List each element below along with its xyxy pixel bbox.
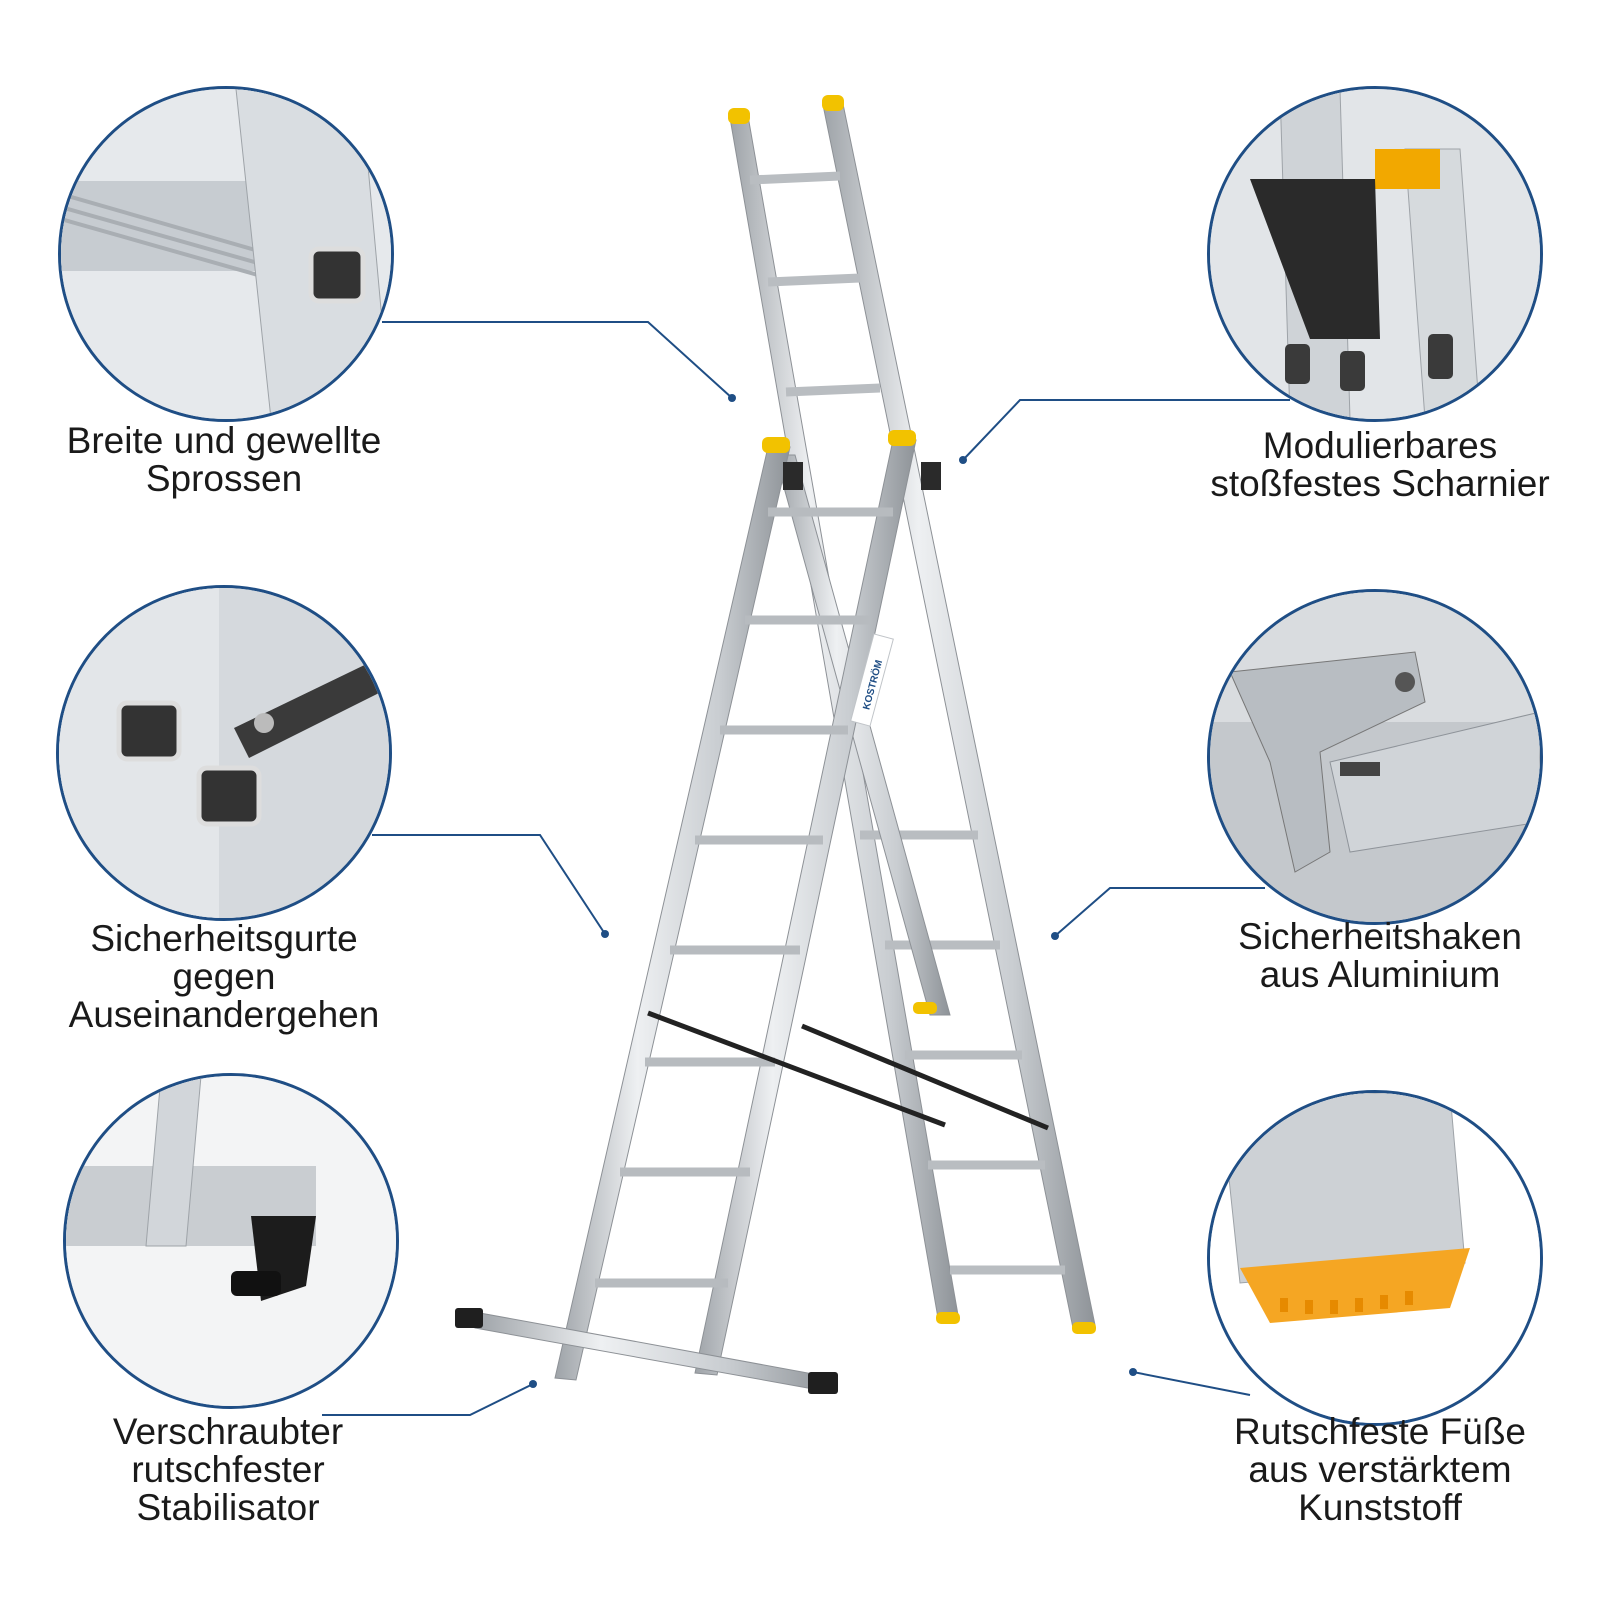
back-ladder-section bbox=[728, 95, 1096, 1334]
ribbed-rung-detail-icon bbox=[58, 86, 394, 422]
feature-label-feet: Rutschfeste Füße aus verstärktem Kunstst… bbox=[1233, 1411, 1526, 1528]
connector-hooks bbox=[1054, 887, 1265, 937]
non-slip-foot-detail-icon bbox=[1207, 1090, 1543, 1426]
stabilizer-foot-detail-icon bbox=[63, 1073, 399, 1409]
connector-hinge bbox=[962, 399, 1290, 461]
safety-strap-detail-icon bbox=[56, 585, 392, 921]
connector-feet bbox=[1132, 1371, 1251, 1396]
feature-label-stabilizer: Verschraubter rutschfester Stabilisator bbox=[112, 1411, 344, 1528]
safety-straps bbox=[647, 1010, 1049, 1131]
feature-label-rungs: Breite und gewellte Sprossen bbox=[66, 420, 382, 499]
feature-label-hooks: Sicherheitshaken aus Aluminium bbox=[1238, 916, 1522, 995]
feature-label-straps: Sicherheitsgurte gegen Auseinandergehen bbox=[68, 918, 380, 1035]
front-ladder-section: KOSTRÖM bbox=[554, 430, 941, 1381]
connector-stabilizer bbox=[322, 1383, 534, 1416]
connector-straps bbox=[372, 834, 606, 935]
aluminium-hook-detail-icon bbox=[1207, 589, 1543, 925]
feature-label-hinge: Modulierbares stoßfestes Scharnier bbox=[1210, 425, 1550, 504]
stabilizer-bar bbox=[455, 1308, 838, 1394]
hinge-detail-icon bbox=[1207, 86, 1543, 422]
connector-rungs bbox=[382, 321, 733, 399]
